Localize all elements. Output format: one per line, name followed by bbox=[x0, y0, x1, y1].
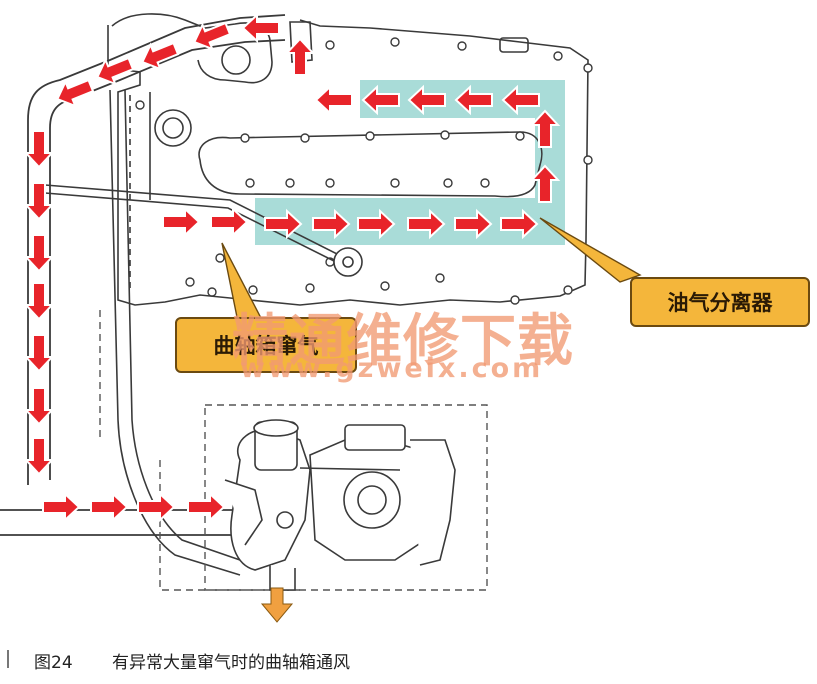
caption-text: 有异常大量窜气时的曲轴箱通风 bbox=[112, 653, 350, 673]
blowby-callout-pointer bbox=[221, 242, 264, 323]
bolt-holes bbox=[135, 37, 593, 305]
caption-divider bbox=[7, 650, 9, 668]
breather-pipe bbox=[109, 89, 241, 576]
separator-callout-pointer bbox=[539, 217, 642, 283]
turbo-region bbox=[204, 404, 488, 591]
figure-caption: 图24 有异常大量窜气时的曲轴箱通风 bbox=[0, 645, 817, 675]
oil-separator-label: 油气分离器 bbox=[630, 277, 810, 327]
turbocharger bbox=[224, 419, 456, 591]
engine-head-outline bbox=[107, 13, 589, 306]
figure-number: 图24 bbox=[34, 653, 73, 673]
crankcase-blowby-label: 曲轴箱窜气 bbox=[175, 317, 357, 373]
exhaust-arrow-icon bbox=[260, 587, 294, 623]
separator-highlight bbox=[255, 80, 565, 245]
oil-return-line bbox=[44, 184, 363, 277]
flow-arrows-left-hose bbox=[25, 130, 53, 475]
flow-arrows-bottom bbox=[42, 493, 225, 521]
